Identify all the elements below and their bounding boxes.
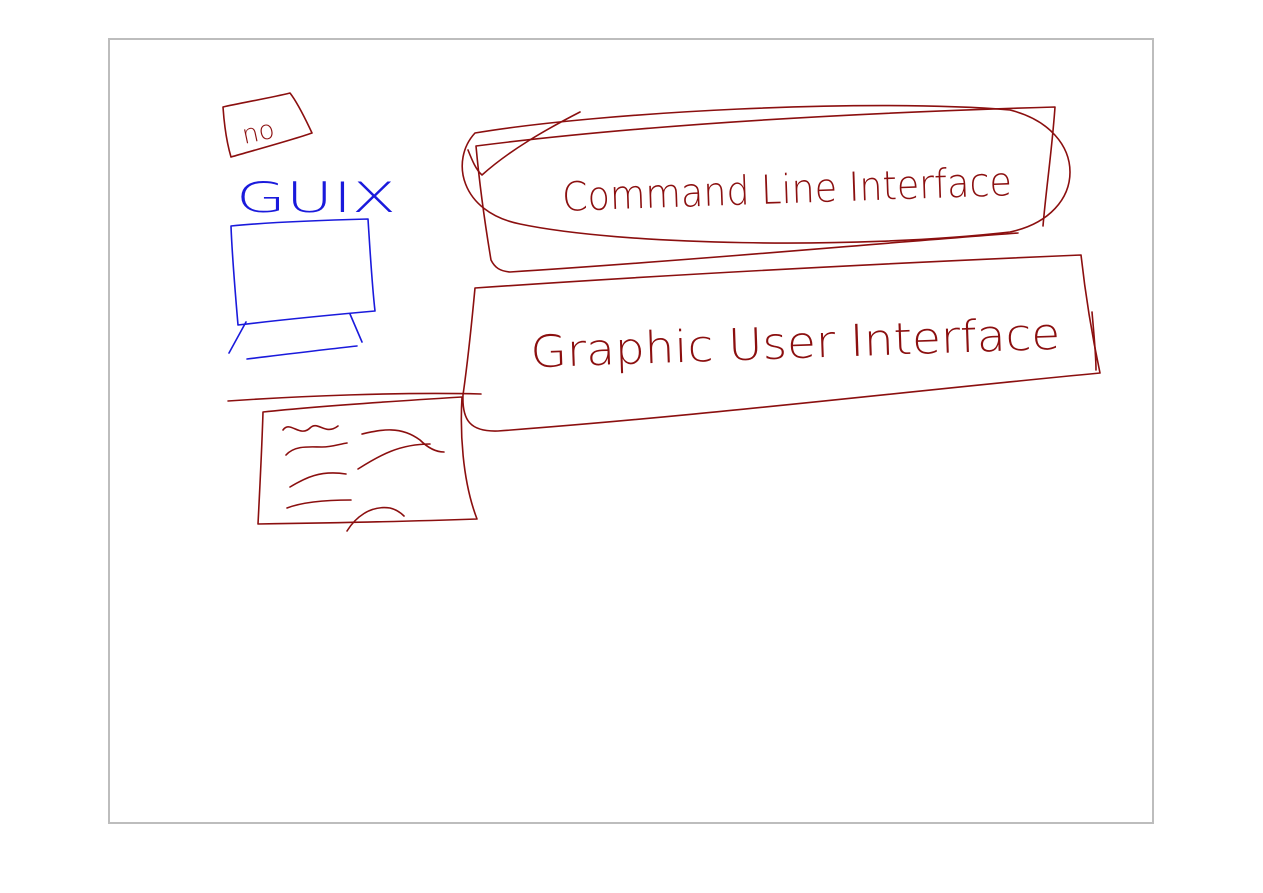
no-note-box — [222, 92, 313, 158]
cli-check-mark — [467, 111, 581, 176]
cli-label: Command Line Interface — [561, 159, 1012, 221]
no-note: no — [222, 92, 313, 158]
document-box — [257, 396, 478, 525]
no-note-text: no — [239, 115, 277, 151]
monitor-stand — [228, 313, 363, 360]
gui-box-right-mark — [1091, 311, 1097, 371]
cli-card: Command Line Interface — [461, 104, 1071, 273]
document-header-line — [227, 392, 482, 402]
guix-note: GUIX — [236, 173, 396, 222]
gui-box — [462, 254, 1101, 432]
gui-card: Graphic User Interface — [462, 254, 1101, 432]
monitor-screen — [230, 218, 376, 326]
document-scribble-lines — [282, 424, 445, 532]
guix-note-text: GUIX — [236, 173, 396, 222]
cli-box — [475, 106, 1056, 273]
document-sketch — [227, 392, 482, 532]
whiteboard-canvas[interactable] — [108, 38, 1154, 824]
monitor-sketch — [228, 218, 376, 360]
gui-label: Graphic User Interface — [530, 309, 1061, 378]
cli-ellipse — [461, 104, 1071, 244]
